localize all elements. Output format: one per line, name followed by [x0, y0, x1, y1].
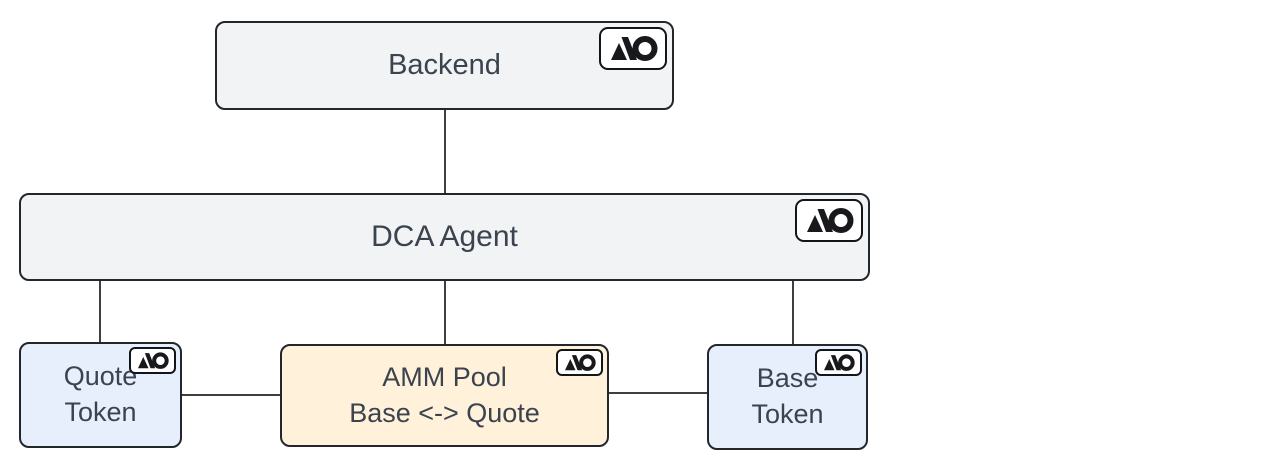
ao-badge [556, 349, 603, 376]
node-quote-token: Quote Token [19, 342, 182, 448]
ao-badge [815, 349, 862, 376]
edge-amm-pool-base-token [609, 392, 707, 394]
ao-logo-icon [608, 34, 658, 64]
ao-logo-icon [804, 206, 854, 236]
node-quote-token-label-line2: Token [64, 397, 137, 427]
node-dca-agent-label: DCA Agent [371, 220, 518, 254]
node-dca-agent: DCA Agent [19, 193, 870, 281]
node-base-token-label-line2: Token [751, 399, 824, 429]
node-amm-pool-label-line1: AMM Pool [382, 361, 507, 392]
node-base-token-label-line1: Base [756, 363, 819, 394]
node-base-token: Base Token [707, 344, 868, 450]
ao-logo-icon [822, 353, 855, 373]
ao-badge [599, 27, 667, 70]
ao-badge [129, 347, 176, 374]
edge-dca-agent-amm-pool [444, 281, 446, 345]
node-quote-token-label-line1: Quote [63, 361, 138, 392]
edge-dca-agent-base-token [792, 281, 794, 345]
edge-backend-dca-agent [444, 110, 446, 194]
edge-dca-agent-quote-token [99, 281, 101, 343]
node-backend: Backend [215, 21, 674, 110]
edge-quote-token-amm-pool [182, 394, 280, 396]
node-amm-pool: AMM Pool Base <-> Quote [280, 344, 609, 447]
node-amm-pool-label-line2: Base <-> Quote [349, 397, 540, 428]
node-backend-label: Backend [388, 49, 501, 82]
ao-logo-icon [563, 353, 596, 373]
ao-logo-icon [136, 351, 169, 371]
ao-badge [795, 199, 863, 242]
